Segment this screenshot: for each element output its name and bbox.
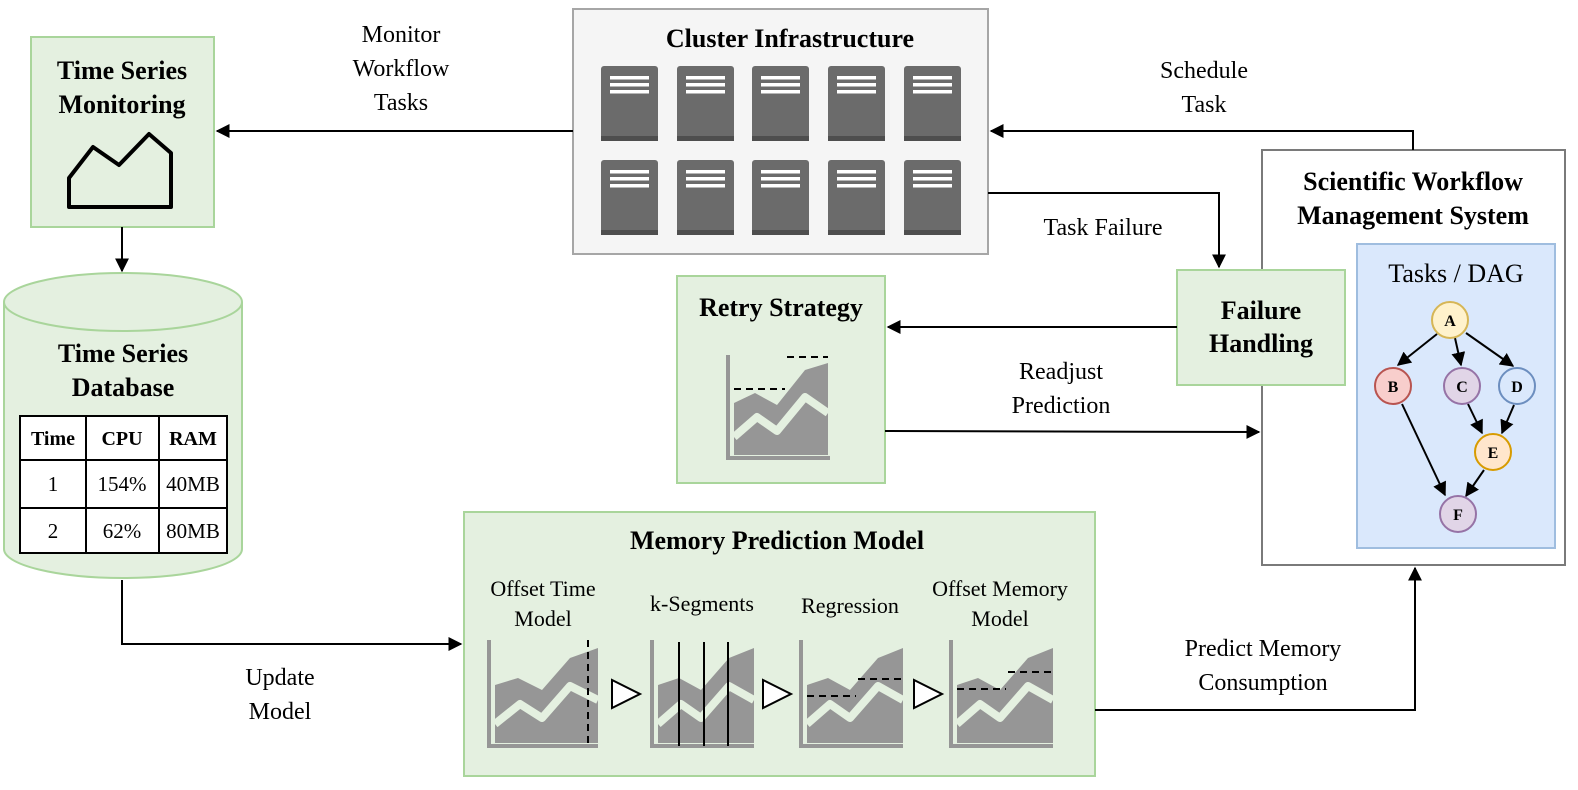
metrics-table: Time CPU RAM 1 154% 40MB 2 62% 80MB [19,415,228,554]
table-header: Time [31,428,75,450]
svg-text:E: E [1488,445,1499,462]
dag-title: Tasks / DAG [1388,259,1523,288]
svg-text:Predict Memory: Predict Memory [1185,636,1342,662]
next-step-arrow-icon [611,678,643,710]
table-cell: 62% [103,519,142,543]
svg-text:A: A [1444,313,1456,330]
svg-text:Task Failure: Task Failure [1044,215,1163,241]
retry-strategy-box[interactable]: Retry Strategy [676,275,886,484]
database-title-line1: Time Series [58,339,188,368]
svg-text:Prediction: Prediction [1012,393,1111,419]
table-cell: 80MB [166,519,220,543]
regression-chart-icon [799,640,905,748]
swms-title-line2: Management System [1297,201,1529,230]
svg-text:D: D [1511,379,1523,396]
table-cell: 1 [48,472,59,496]
next-step-arrow-icon [913,678,945,710]
model-title: Memory Prediction Model [630,526,924,555]
dag-panel: Tasks / DAG A B C D [1356,243,1556,549]
step-label: Offset Time [490,576,595,601]
table-header: CPU [101,428,142,450]
edge-task-failure: Task Failure [988,192,1226,269]
table-header: RAM [169,428,217,450]
dag-node-d[interactable]: D [1498,367,1536,405]
svg-text:F: F [1453,507,1463,524]
offset-time-chart-icon [487,640,600,748]
svg-text:Model: Model [249,699,312,725]
edge-schedule: Schedule Task [989,58,1414,150]
dag-node-b[interactable]: B [1374,367,1412,405]
monitoring-title-line2: Monitoring [58,90,185,119]
step-label: Model [514,606,571,631]
svg-text:B: B [1388,379,1399,396]
server-rack [601,66,961,235]
server-icon [601,160,658,235]
edge-readjust: Readjust Prediction [884,359,1261,439]
step-label: Model [971,606,1028,631]
step-label: Regression [801,593,899,618]
edge-update-model: Update Model [121,580,463,725]
memory-prediction-model-box[interactable]: Memory Prediction Model Offset Time Mode… [463,511,1096,777]
svg-text:Consumption: Consumption [1198,670,1327,696]
time-series-monitoring-box[interactable]: Time Series Monitoring [30,36,215,228]
table-cell: 2 [48,519,59,543]
monitoring-title-line1: Time Series [57,56,187,85]
step-label: k-Segments [650,591,754,616]
dag-node-e[interactable]: E [1474,433,1512,471]
server-icon [752,66,809,141]
svg-text:Schedule: Schedule [1160,58,1248,84]
step-label: Offset Memory [932,576,1068,601]
dag-node-a[interactable]: A [1431,301,1469,339]
failure-title-line2: Handling [1209,329,1313,358]
server-icon [904,66,961,141]
svg-text:C: C [1456,379,1468,396]
k-segments-chart-icon [650,640,756,748]
svg-text:Monitor: Monitor [362,22,441,48]
next-step-arrow-icon [762,678,794,710]
svg-text:Tasks: Tasks [374,90,428,116]
offset-memory-chart-icon [949,640,1055,748]
svg-text:Task: Task [1182,92,1227,118]
svg-text:Workflow: Workflow [353,56,450,82]
svg-text:Readjust: Readjust [1019,359,1103,385]
retry-title: Retry Strategy [699,293,863,322]
swms-title-line1: Scientific Workflow [1303,167,1523,196]
dag-node-c[interactable]: C [1443,367,1481,405]
cluster-title: Cluster Infrastructure [666,24,914,53]
server-icon [601,66,658,141]
edge-monitor: Monitor Workflow Tasks [215,22,573,138]
failure-handling-box[interactable]: Failure Handling [1176,269,1346,386]
server-icon [828,66,885,141]
table-cell: 154% [98,472,147,496]
cluster-infrastructure-box[interactable]: Cluster Infrastructure [572,8,989,255]
server-icon [752,160,809,235]
edge-predict: Predict Memory Consumption [1095,566,1422,711]
database-title-line2: Database [72,373,175,402]
server-icon [828,160,885,235]
server-icon [904,160,961,235]
line-chart-icon [67,132,173,209]
retry-chart-icon [726,355,831,460]
server-icon [677,66,734,141]
dag-node-f[interactable]: F [1439,495,1477,533]
failure-title-line1: Failure [1221,296,1301,325]
time-series-database[interactable]: Time Series Database Time CPU RAM 1 154%… [3,272,243,579]
svg-text:Update: Update [245,665,314,691]
table-cell: 40MB [166,472,220,496]
server-icon [677,160,734,235]
